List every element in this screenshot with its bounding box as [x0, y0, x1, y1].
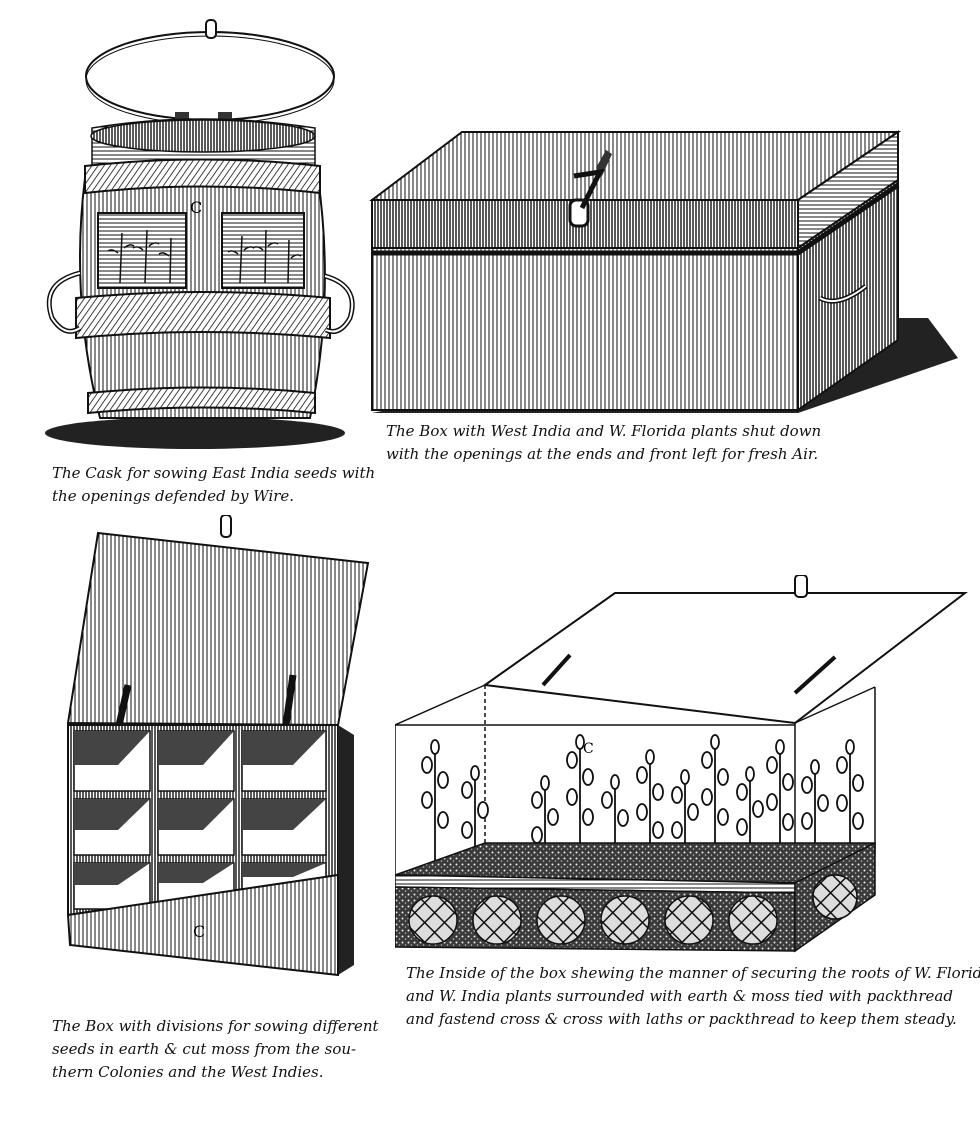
caption-line: The Cask for sowing East India seeds wit… — [52, 464, 376, 482]
svg-text:C: C — [193, 922, 205, 941]
svg-text:C: C — [190, 198, 202, 217]
caption-line: seeds in earth & cut moss from the sou- — [52, 1040, 357, 1058]
cask-figure: C — [30, 18, 370, 458]
caption-line: with the openings at the ends and front … — [386, 445, 819, 463]
caption-line: and fastend cross & cross with laths or … — [406, 1010, 957, 1028]
caption-line: the openings defended by Wire. — [52, 487, 295, 505]
caption-line: The Inside of the box shewing the manner… — [406, 964, 980, 982]
inside-box-caption: The Inside of the box shewing the manner… — [406, 962, 980, 1031]
divided-box-caption: The Box with divisions for sowing differ… — [52, 1015, 379, 1084]
inside-box-figure: C — [395, 575, 970, 955]
cask-caption: The Cask for sowing East India seeds wit… — [52, 462, 375, 508]
svg-text:C: C — [583, 741, 594, 757]
caption-line: The Box with divisions for sowing differ… — [52, 1017, 379, 1035]
divided-box-figure: C — [58, 515, 378, 1005]
caption-line: The Box with West India and W. Florida p… — [386, 422, 822, 440]
closed-box-figure — [368, 128, 968, 418]
caption-line: thern Colonies and the West Indies. — [52, 1063, 324, 1081]
closed-box-caption: The Box with West India and W. Florida p… — [386, 420, 821, 466]
caption-line: and W. India plants surrounded with eart… — [406, 987, 953, 1005]
